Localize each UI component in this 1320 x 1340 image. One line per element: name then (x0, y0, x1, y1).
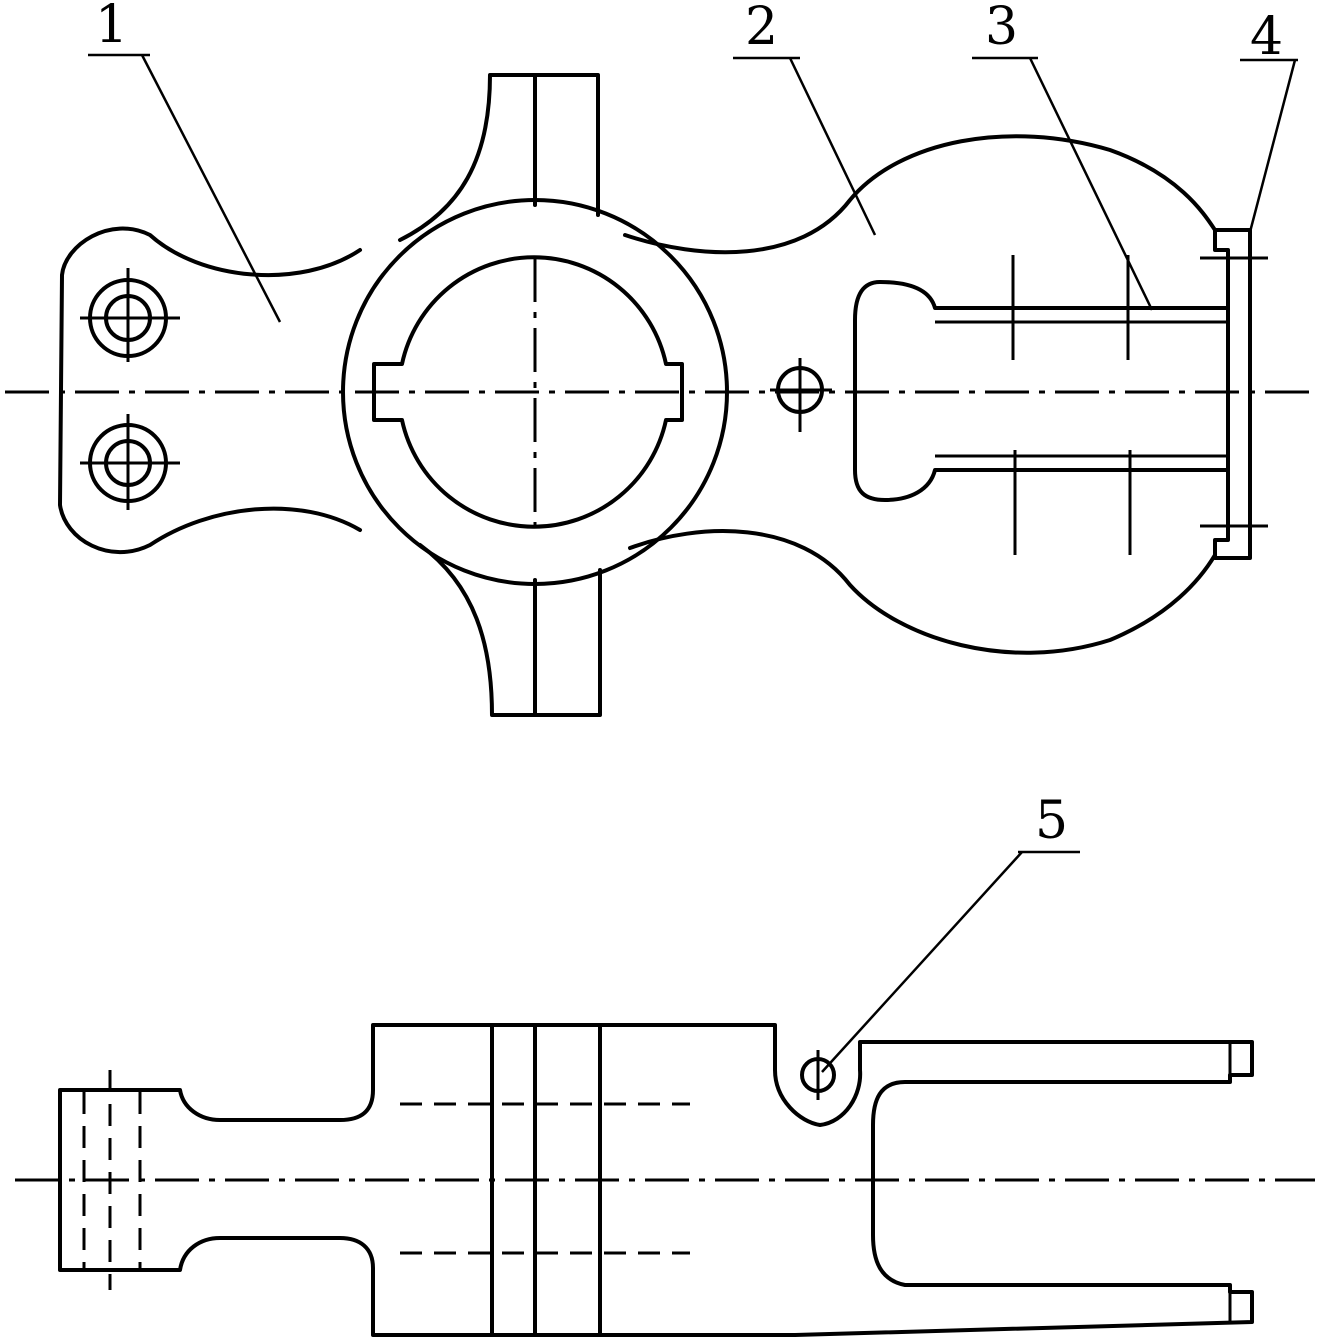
central-ring-inner-keyway (372, 255, 684, 529)
bolt-hole-upper (80, 268, 180, 362)
callout-3-label: 3 (985, 0, 1018, 57)
callout-5-label: 5 (1035, 791, 1068, 851)
part-4-end-plate (1213, 228, 1252, 560)
top-view (5, 73, 1315, 717)
part-2-outline-lower (628, 529, 1217, 655)
bottom-view (15, 1023, 1315, 1337)
part-2-outline (623, 134, 1217, 255)
pivot-pin-hole (770, 358, 832, 432)
callout-4: 4 (1240, 7, 1298, 233)
callout-3: 3 (972, 0, 1154, 311)
bolt-hole-lower (80, 414, 180, 510)
part-5-pin (800, 1050, 836, 1100)
part-2-slot (853, 280, 1230, 502)
callout-1: 1 (88, 0, 282, 323)
callout-5: 5 (821, 791, 1080, 1073)
part-1-outline (58, 226, 362, 555)
side-view-fork (773, 1040, 1254, 1337)
bottom-lug (418, 543, 602, 717)
callout-2-label: 2 (745, 0, 778, 57)
callouts: 1 2 3 4 5 (88, 0, 1298, 1073)
callout-2: 2 (733, 0, 877, 236)
top-lug (398, 73, 600, 242)
side-view-left-body (58, 1023, 797, 1337)
callout-4-label: 4 (1250, 7, 1283, 67)
callout-1-label: 1 (95, 0, 128, 55)
